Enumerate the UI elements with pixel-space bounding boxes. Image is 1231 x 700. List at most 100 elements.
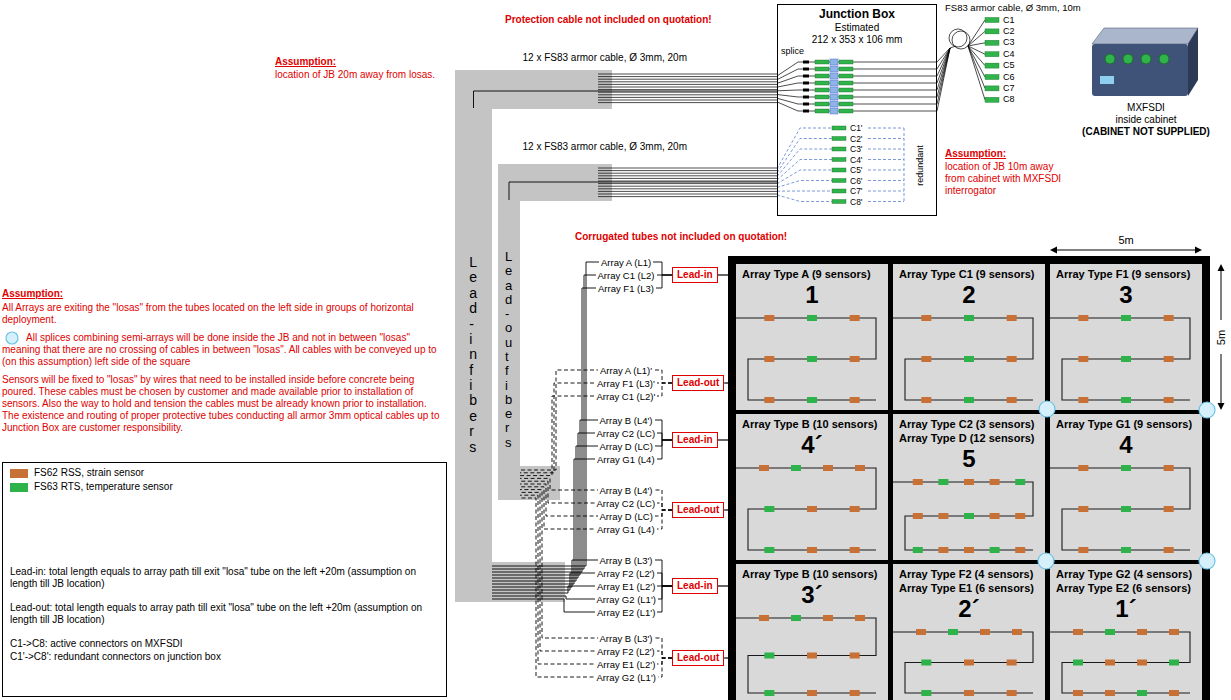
fiber-adapter bbox=[830, 73, 838, 79]
fiber-connector bbox=[815, 67, 829, 71]
sensor-symbol bbox=[921, 315, 931, 321]
sensor-cable bbox=[1050, 632, 1190, 693]
legend-note: C1->C8: active connectors on MXFSDI bbox=[10, 638, 438, 650]
sensor-symbol bbox=[823, 465, 833, 471]
legend-frame bbox=[3, 463, 447, 697]
sensor-symbol bbox=[1121, 465, 1131, 471]
cell-number: 5 bbox=[899, 445, 1039, 473]
cable-label: Array C1 (L2) bbox=[596, 270, 657, 281]
array-type-label: Array Type G1 (9 sensors) bbox=[1056, 417, 1196, 431]
legend-note: C1'->C8': redundant connectors on juncti… bbox=[10, 651, 438, 663]
cable-bundle bbox=[455, 70, 612, 109]
splice-marker bbox=[6, 332, 1215, 569]
cable-label: Array G1 (L4) bbox=[595, 524, 657, 535]
cable-label: Array G2 (L1') bbox=[595, 672, 658, 683]
fiber-connector bbox=[839, 81, 853, 85]
sensor-cable bbox=[736, 318, 876, 400]
sensor-cable bbox=[1050, 468, 1190, 550]
sensor-symbol bbox=[1073, 629, 1083, 635]
fiber-connector bbox=[832, 179, 846, 183]
fiber-bundle: Lead-in fibers bbox=[455, 108, 492, 602]
sensor-symbol bbox=[791, 465, 801, 471]
cable-label: Array F2 (L2') bbox=[595, 568, 657, 579]
fiber-connector bbox=[815, 74, 829, 78]
lead-label: Lead-in bbox=[677, 434, 713, 446]
splice-mark bbox=[803, 96, 809, 99]
sensor-symbol bbox=[1073, 690, 1083, 696]
sensor-symbol bbox=[1015, 513, 1025, 519]
interrogator-picture bbox=[1141, 54, 1151, 64]
sensor-symbol bbox=[823, 615, 833, 621]
sensor-symbol bbox=[850, 356, 860, 362]
slab-frame bbox=[728, 256, 1210, 700]
sensor-symbol bbox=[764, 653, 774, 659]
sensor-symbol bbox=[850, 653, 860, 659]
note-text: All splices combining semi-arrays will b… bbox=[2, 332, 442, 368]
sensor-symbol bbox=[916, 629, 926, 635]
fiber-connector bbox=[815, 60, 829, 64]
sensor-symbol bbox=[1164, 506, 1174, 512]
lead-box: Lead-in bbox=[672, 432, 718, 448]
lead-box: Lead-out bbox=[672, 502, 724, 518]
splice-mark bbox=[803, 61, 809, 113]
splice-mark bbox=[803, 103, 809, 106]
sensor-symbol bbox=[855, 465, 865, 471]
sensor-symbol bbox=[938, 513, 948, 519]
sensor-cable bbox=[893, 632, 1033, 693]
fiber-connector bbox=[839, 74, 853, 78]
array-type-label: Array Type E2 (6 sensors) bbox=[1056, 581, 1196, 595]
note-text: location of JB 20m away from losas. bbox=[275, 69, 435, 81]
fiber-bundle: Lead-out fibers bbox=[498, 200, 520, 500]
array-type-label: Array Type B (10 sensors) bbox=[742, 417, 882, 431]
sensor-symbol bbox=[913, 513, 923, 519]
splice-mark bbox=[803, 61, 809, 64]
sensor-symbol bbox=[1078, 547, 1088, 553]
fiber-cable bbox=[520, 478, 672, 510]
array-type-label: Array Type F2 (4 sensors) bbox=[899, 567, 1039, 581]
fiber-cable bbox=[520, 383, 672, 476]
sensor-symbol bbox=[807, 397, 817, 403]
sensor-symbol bbox=[1121, 547, 1131, 553]
interrogator-picture bbox=[1092, 28, 1198, 96]
array-type-label: Array Type C1 (9 sensors) bbox=[899, 267, 1039, 281]
sensor-cable bbox=[893, 482, 1033, 550]
sensor-symbol bbox=[1121, 356, 1131, 362]
fiber-connector bbox=[985, 63, 999, 68]
optical-fiber bbox=[598, 20, 985, 197]
redundant-fiber bbox=[777, 128, 832, 202]
sensor-symbol bbox=[1169, 629, 1179, 635]
sensor-symbol bbox=[791, 615, 801, 621]
connector-label: C3' bbox=[850, 144, 863, 154]
fiber-connector bbox=[839, 102, 853, 106]
fiber-connector bbox=[985, 52, 999, 57]
sensor-symbol bbox=[964, 479, 974, 485]
sensor-symbol bbox=[1015, 479, 1025, 485]
box-note: 212 x 353 x 106 mm bbox=[778, 34, 936, 46]
fiber-adapter bbox=[830, 94, 838, 100]
dimension-label: 5m bbox=[1119, 234, 1134, 247]
array-type-label: Array Type G2 (4 sensors) bbox=[1056, 567, 1196, 581]
optical-fiber bbox=[952, 31, 970, 49]
legend-label: FS63 RTS, temperature sensor bbox=[34, 481, 173, 493]
fiber-connector bbox=[839, 109, 853, 113]
array-type-label: Array Type B (10 sensors) bbox=[742, 567, 882, 581]
legend-note: Lead-out: total length equals to array p… bbox=[10, 602, 438, 626]
sensor-symbol bbox=[764, 356, 774, 362]
splice-marker bbox=[1199, 553, 1215, 569]
fiber-cable bbox=[718, 274, 736, 275]
sensor-symbol bbox=[807, 506, 817, 512]
slab-frame bbox=[736, 564, 888, 700]
splice-mark bbox=[803, 68, 809, 71]
sensor-symbol bbox=[1105, 690, 1115, 696]
dimension-arrow bbox=[1054, 250, 1198, 251]
fiber-cable bbox=[520, 498, 672, 677]
sensor-cable bbox=[893, 318, 1033, 400]
fiber-connector bbox=[832, 168, 846, 172]
connector-label: C2' bbox=[850, 134, 863, 144]
dimension-arrow bbox=[1195, 247, 1202, 254]
fiber-cable bbox=[509, 182, 777, 200]
cell-number: 1 bbox=[742, 281, 882, 309]
sensor-cable bbox=[1050, 318, 1190, 400]
slab-frame bbox=[1050, 564, 1202, 700]
fiber-connector bbox=[985, 97, 999, 102]
